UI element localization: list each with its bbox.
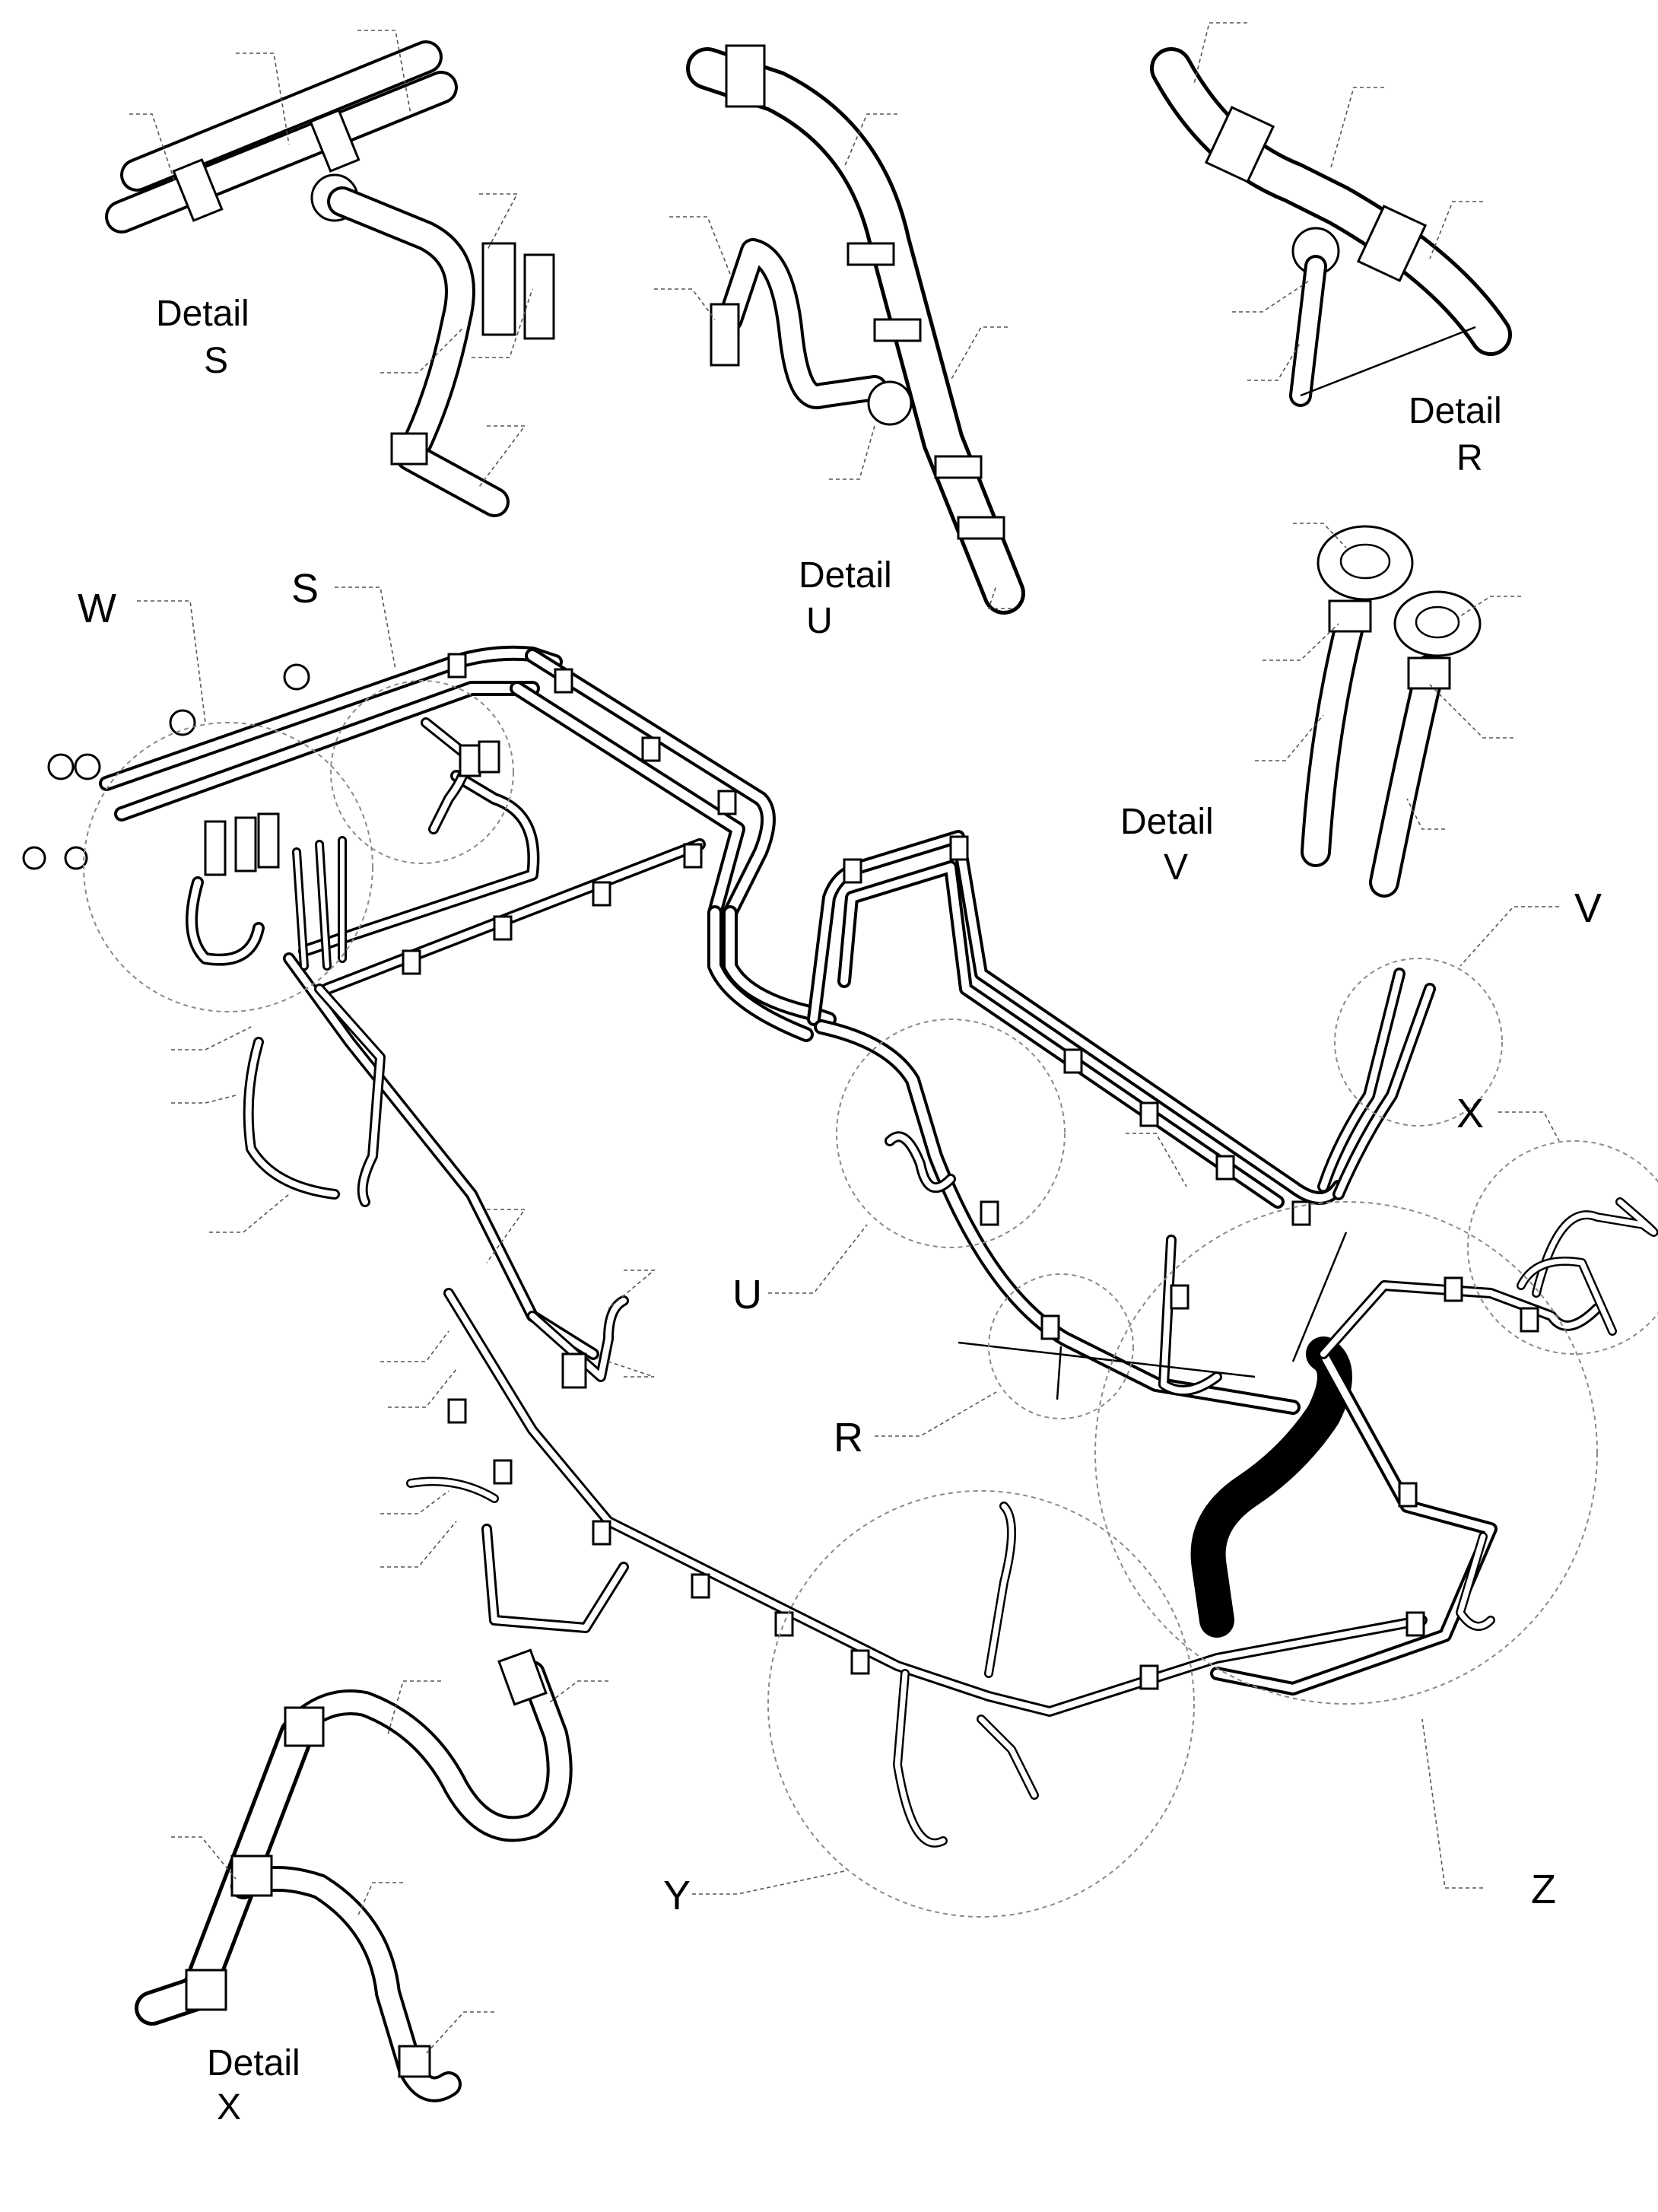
u-area-branch <box>885 1131 956 1193</box>
callout-circle-r <box>988 1273 1134 1419</box>
callout-circle-u <box>836 1019 1066 1248</box>
detail-x-upper-hose <box>284 1661 573 1842</box>
leader-u <box>768 1224 868 1294</box>
detail-u-title-word: Detail <box>799 555 892 596</box>
detail-u-clamp-4 <box>934 455 983 479</box>
leader-r <box>875 1391 997 1437</box>
callout-label-y: Y <box>663 1873 691 1918</box>
detail-s-branch-hose <box>327 186 510 517</box>
detail-s-coupler-2 <box>523 253 555 340</box>
detail-v-ferrule-2 <box>1407 656 1451 690</box>
detail-r-drop-tube <box>1289 255 1327 407</box>
leader-y <box>692 1870 845 1895</box>
detail-u-end-fitting <box>710 303 740 367</box>
callout-label-w: W <box>78 586 116 631</box>
detail-u-main-pipe <box>686 47 1025 615</box>
detail-s-title-word: Detail <box>156 294 249 334</box>
detail-v-title-word: Detail <box>1120 802 1214 842</box>
x-area-hoses <box>1517 1197 1658 1336</box>
leader-w <box>137 600 206 723</box>
lower-main-run <box>406 1288 1428 1717</box>
detail-s-title-letter: S <box>204 341 228 381</box>
detail-u-tee-fitting <box>867 380 913 426</box>
detail-x-view <box>135 1648 608 2102</box>
detail-r-view <box>1150 22 1512 407</box>
mid-cross-pipe <box>298 770 706 995</box>
detail-v-view <box>1255 523 1521 898</box>
detail-x-title-letter: X <box>217 2087 241 2128</box>
detail-u-clamp-1 <box>725 44 766 108</box>
callout-circle-w <box>83 722 373 1012</box>
run-clamps <box>402 653 1539 1690</box>
detail-r-title-word: Detail <box>1409 391 1502 431</box>
detail-v-hose-1 <box>1301 609 1365 867</box>
detail-s-clamp-1 <box>172 158 224 222</box>
detail-r-main-pipe <box>1150 47 1512 356</box>
detail-u-clamp-2 <box>846 242 895 266</box>
detail-u-branch-hose <box>717 238 888 409</box>
r-area-reference-line <box>958 1341 1256 1378</box>
detail-u-clamp-5 <box>957 516 1005 540</box>
u-to-r-pipe <box>814 1019 1301 1415</box>
detail-v-ferrule-1 <box>1328 599 1372 633</box>
callout-circle-s <box>330 680 514 864</box>
leader-s <box>335 586 396 670</box>
s-area-branch <box>421 717 500 834</box>
callout-label-s: S <box>291 566 319 612</box>
detail-x-clamp-3 <box>185 1969 227 2011</box>
detail-r-clamp-2 <box>1356 205 1428 282</box>
w-fittings <box>22 663 347 971</box>
detail-x-clamp-1 <box>284 1706 325 1747</box>
callout-label-z: Z <box>1531 1867 1556 1912</box>
detail-x-title-word: Detail <box>207 2043 300 2083</box>
left-drop-hoses <box>243 952 629 1382</box>
callout-label-r: R <box>834 1415 863 1460</box>
leader-z <box>1421 1718 1483 1889</box>
detail-x-end-fitting <box>497 1648 548 1706</box>
main-hose-assembly <box>22 645 1658 1848</box>
detail-u-clamp-3 <box>873 318 922 342</box>
detail-s-view <box>105 30 555 517</box>
callout-circle-v <box>1334 958 1503 1127</box>
leader-x <box>1498 1111 1560 1142</box>
detail-u-title-letter: U <box>806 601 833 641</box>
detail-s-main-pipe <box>105 40 458 234</box>
callout-circle-z <box>1094 1201 1598 1705</box>
detail-v-port-fitting-1 <box>1317 525 1414 601</box>
detail-s-clamp-3 <box>390 432 428 466</box>
hose-to-v <box>1317 968 1436 1200</box>
right-rail-pipes <box>807 830 1345 1209</box>
callout-label-v: V <box>1574 885 1602 931</box>
detail-s-coupler-1 <box>481 242 516 336</box>
detail-u-view <box>654 44 1025 615</box>
detail-v-hose-2 <box>1369 654 1445 898</box>
detail-v-port-fitting-2 <box>1393 590 1482 657</box>
detail-r-clamp-1 <box>1204 106 1275 183</box>
detail-s-clamp-2 <box>309 109 361 173</box>
y-cluster-hoses <box>893 1502 1039 1848</box>
detail-v-title-letter: V <box>1164 847 1188 888</box>
callout-label-x: X <box>1456 1091 1484 1136</box>
z-frame-pipes <box>1158 1235 1602 1696</box>
detail-r-title-letter: R <box>1456 438 1483 478</box>
leader-v <box>1459 906 1559 967</box>
callout-circle-y <box>767 1490 1195 1918</box>
detail-x-clamp-2 <box>230 1854 273 1897</box>
z-area-reference-line <box>1291 1232 1348 1362</box>
callout-label-u: U <box>732 1272 762 1317</box>
detail-x-lower-hose <box>230 1866 462 2102</box>
detail-x-clamp-4 <box>398 2045 431 2078</box>
